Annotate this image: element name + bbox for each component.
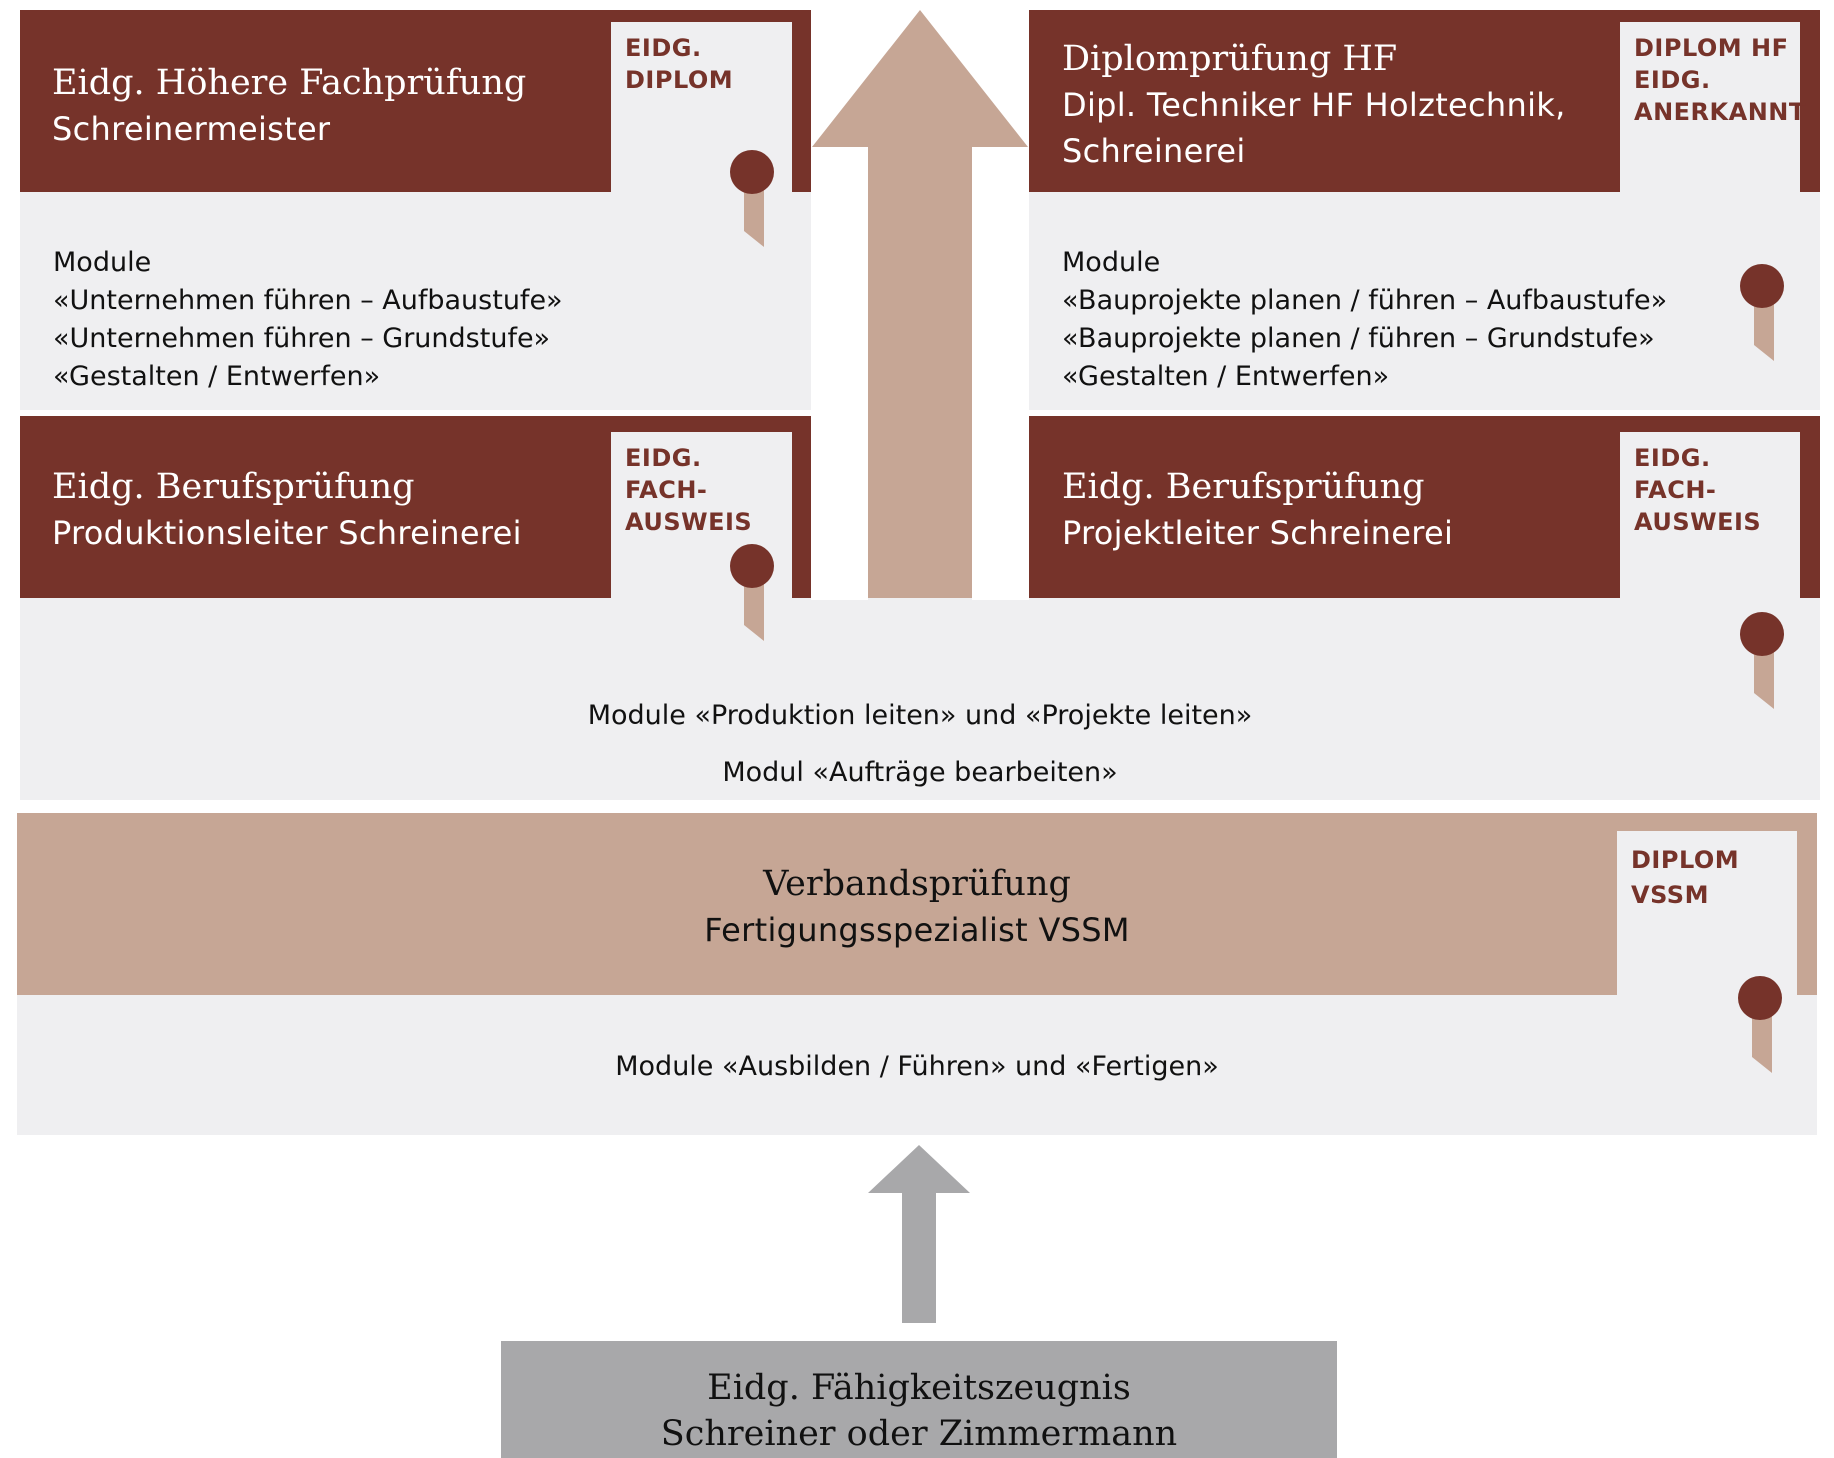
module-label: Module xyxy=(53,247,152,278)
badge-line: AUSWEIS xyxy=(625,508,753,536)
module-item: «Gestalten / Entwerfen» xyxy=(53,361,381,392)
seal-icon xyxy=(1740,264,1784,361)
top-right-modules: Module «Bauprojekte planen / führen – Au… xyxy=(1062,244,1667,396)
seal-icon xyxy=(1738,976,1782,1073)
module-item: «Unternehmen führen – Aufbaustufe» xyxy=(53,285,563,316)
arrow-gap-white xyxy=(811,410,868,600)
badge-line: DIPLOM xyxy=(1631,846,1740,874)
verband-header: Verbandsprüfung Fertigungsspezialist VSS… xyxy=(17,813,1817,995)
badge-line: EIDG. xyxy=(625,34,702,62)
badge-line: EIDG. xyxy=(1634,66,1711,94)
top-left-title: Eidg. Höhere Fachprüfung xyxy=(52,63,527,103)
verband-modules: Module «Ausbilden / Führen» und «Fertige… xyxy=(615,1051,1219,1082)
module-item: «Bauprojekte planen / führen – Aufbaustu… xyxy=(1062,285,1668,316)
mid-right-title: Eidg. Berufsprüfung xyxy=(1062,467,1425,507)
mid-right-badge: EIDG. FACH- AUSWEIS xyxy=(1620,432,1800,598)
top-left-modules: Module «Unternehmen führen – Aufbaustufe… xyxy=(53,244,563,396)
badge-line: ANERKANNT xyxy=(1634,98,1806,126)
module-item: «Gestalten / Entwerfen» xyxy=(1062,361,1390,392)
badge-line: EIDG. xyxy=(1634,444,1711,472)
top-right-badge: DIPLOM HF EIDG. ANERKANNT xyxy=(1620,22,1806,192)
mid-right-subtitle: Projektleiter Schreinerei xyxy=(1062,514,1454,552)
base-box: Eidg. Fähigkeitszeugnis Schreiner oder Z… xyxy=(501,1341,1337,1458)
top-right-title: Diplomprüfung HF xyxy=(1062,39,1398,79)
top-right-subtitle-2: Schreinerei xyxy=(1062,132,1246,170)
badge-line: DIPLOM HF xyxy=(1634,34,1789,62)
shared-module-line-2: Modul «Aufträge bearbeiten» xyxy=(722,757,1118,788)
seal-icon xyxy=(730,150,774,247)
badge-line: FACH- xyxy=(625,476,708,504)
mid-left-subtitle: Produktionsleiter Schreinerei xyxy=(52,514,522,552)
verband-title-wrap: Verbandsprüfung Fertigungsspezialist VSS… xyxy=(17,861,1817,953)
badge-line: VSSM xyxy=(1631,881,1709,909)
module-label: Module xyxy=(1062,247,1161,278)
small-up-arrow xyxy=(868,1145,970,1323)
base-title: Eidg. Fähigkeitszeugnis xyxy=(707,1368,1131,1408)
mid-left-title: Eidg. Berufsprüfung xyxy=(52,467,415,507)
big-up-arrow xyxy=(812,10,1028,598)
badge-line: FACH- xyxy=(1634,476,1717,504)
shared-module-line-1: Module «Produktion leiten» und «Projekte… xyxy=(587,700,1253,731)
verband-title: Verbandsprüfung xyxy=(763,864,1071,904)
top-left-subtitle: Schreinermeister xyxy=(52,110,331,148)
arrow-gap-white xyxy=(972,410,1029,600)
seal-icon xyxy=(730,544,774,641)
seal-icon xyxy=(1740,612,1784,709)
big-up-arrow-lower xyxy=(868,410,972,598)
badge-line: DIPLOM xyxy=(625,66,734,94)
base-subtitle: Schreiner oder Zimmermann xyxy=(660,1414,1178,1454)
top-right-subtitle-1: Dipl. Techniker HF Holztechnik, xyxy=(1062,86,1566,124)
module-item: «Unternehmen führen – Grundstufe» xyxy=(53,323,551,354)
badge-line: AUSWEIS xyxy=(1634,508,1762,536)
verband-subtitle: Fertigungsspezialist VSSM xyxy=(704,911,1130,949)
badge-line: EIDG. xyxy=(625,444,702,472)
verband-badge: DIPLOM VSSM xyxy=(1617,831,1797,995)
module-item: «Bauprojekte planen / führen – Grundstuf… xyxy=(1062,323,1655,354)
